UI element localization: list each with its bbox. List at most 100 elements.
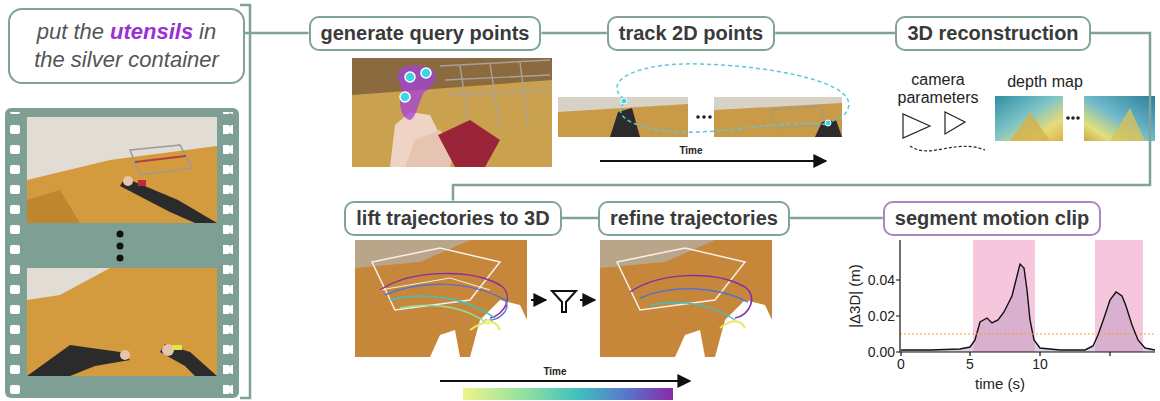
refined-trajectories [675,330,705,357]
refined-trajectories [720,321,745,328]
depth-maps [995,96,1155,141]
tracking-frames [770,106,826,128]
flow-connector [562,217,598,220]
node-text: 3D reconstruction [907,22,1078,44]
lifted-trajectories [430,330,460,357]
refined-trajectories [600,240,772,357]
axis-label: Time [679,145,702,157]
refined-trajectories [600,240,772,357]
depth-maps [995,96,1063,141]
flow-connector [541,32,606,35]
filter-icon [552,291,576,312]
tracking-frames [621,103,828,132]
axis-title: |Δ3D| (m) [846,264,863,328]
depth-maps [1084,96,1155,141]
refined-trajectories [640,289,748,302]
film-strip [27,268,110,300]
process-box: refine trajectories [598,201,790,236]
film-strip [117,243,124,250]
query-image [352,58,552,167]
tracking-frames [610,108,640,137]
tracking-frames [702,115,706,119]
film-strip [130,145,192,175]
query-image [400,92,410,102]
lifted-trajectories [380,274,507,318]
film-strip [27,345,130,376]
tick-label: 0.02 [868,308,895,324]
film-strip [172,345,182,350]
camera-sketch [945,112,965,134]
camera-sketch [903,114,930,138]
motion-chart [901,264,1155,350]
process-box: lift trajectories to 3D [344,201,561,236]
film-strip [120,350,130,360]
image-caption: camera parameters [888,71,988,108]
refined-trajectories [715,300,772,357]
node-text: put the [37,19,104,44]
refined-trajectories [630,276,752,318]
flow-connector [790,217,883,220]
tracking-frames [621,98,627,104]
depth-maps [1076,116,1080,120]
query-image [405,72,415,82]
film-strip [123,176,133,186]
film-strip [10,112,20,394]
filter-icon [531,291,595,312]
lifted-trajectories [355,240,527,357]
motion-chart [900,240,1155,352]
depth-maps [1066,116,1070,120]
node-text: utensils [110,19,193,44]
film-strip [117,231,124,238]
flow-connector [453,33,1150,201]
process-box: generate query points [309,16,542,51]
film-strip [223,112,233,394]
output-box: segment motion clip [883,201,1101,236]
query-image [352,58,552,167]
depth-maps [1010,112,1050,141]
camera-sketch [903,112,985,151]
tick-label: 0 [897,356,905,372]
query-image [440,60,550,130]
time-colorbar [440,381,690,400]
film-strip [135,156,186,162]
process-box: track 2D points [607,16,775,51]
motion-chart [896,280,1110,356]
flow-connector [245,32,309,35]
filter-icon [531,299,546,301]
depth-maps [1110,108,1145,141]
tracking-frames [600,160,826,162]
motion-chart [896,240,1155,356]
tick-label: 0.00 [868,344,895,360]
depth-maps [1071,116,1075,120]
tracking-frames [708,115,712,119]
query-image [438,120,500,167]
node-text: generate query points [321,22,530,44]
film-strip [138,180,146,186]
node-text: segment motion clip [895,207,1089,229]
lifted-trajectories [470,322,500,330]
query-image [398,65,436,120]
node-text: lift trajectories to 3D [356,207,549,229]
tracking-frames [815,120,842,137]
camera-sketch [910,146,985,151]
axis-label: Time [543,366,566,378]
tracking-frames [714,97,842,137]
film-strip [120,178,217,223]
tick-label: 5 [966,356,974,372]
tracking-frames [558,64,849,161]
film-strip [5,108,239,398]
tick-label: 10 [1032,356,1048,372]
tracking-frames [696,115,700,119]
film-strip [27,146,217,223]
refined-trajectories [650,302,735,320]
tracking-frames [714,97,842,110]
filter-icon [580,299,595,301]
process-box: 3D reconstruction [895,16,1090,51]
film-strip [27,117,217,223]
time-colorbar [440,380,690,382]
query-image [421,68,431,78]
film-strip [5,108,239,398]
prompt-box: put theutensilsin the silver container [8,8,245,84]
tick-label: 0.04 [868,272,895,288]
